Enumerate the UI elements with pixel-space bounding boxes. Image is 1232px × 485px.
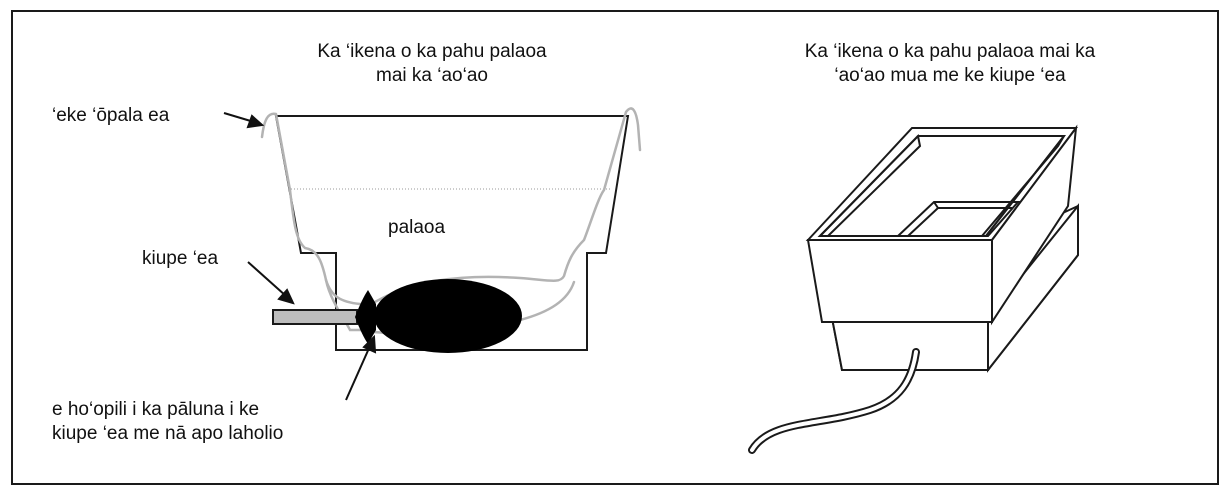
container-outline <box>274 115 630 351</box>
label-air-pipe: kiupe ‘ea <box>142 248 219 269</box>
air-hose-inner <box>750 350 918 452</box>
side-view-box <box>274 115 630 351</box>
label-seal-instructions: e ho‘opili i ka pāluna i ke kiupe ‘ea me… <box>52 399 284 444</box>
front-view-box <box>805 124 1079 373</box>
label-flour: palaoa <box>388 217 446 238</box>
side-view-title: Ka ‘ikena o ka pahu palaoa mai ka ‘ao‘ao <box>317 41 547 86</box>
label-plastic-bag: ‘eke ‘ōpala ea <box>52 105 170 126</box>
air-pipe <box>272 309 358 325</box>
front-view-title: Ka ‘ikena o ka pahu palaoa mai ka ‘ao‘ao… <box>804 41 1096 86</box>
balloon <box>374 279 522 353</box>
arrows <box>223 112 377 401</box>
balloon-neck <box>355 290 376 344</box>
